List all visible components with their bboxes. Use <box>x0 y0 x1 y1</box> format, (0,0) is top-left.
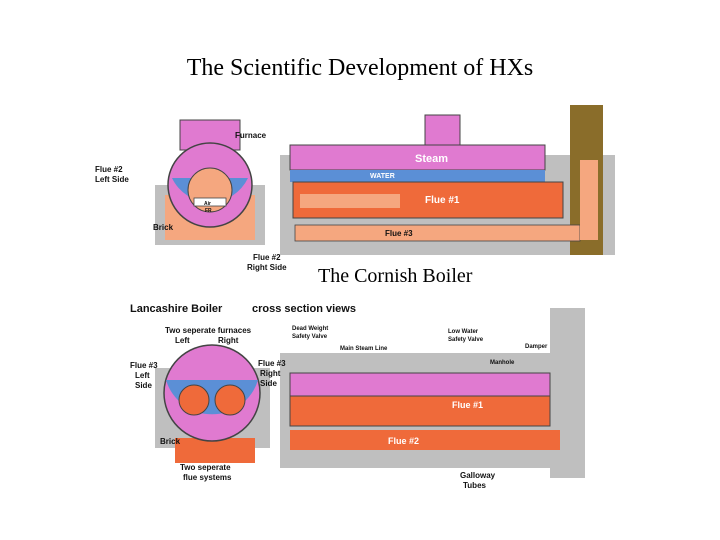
cornish-flue2-left-line2: Left Side <box>95 175 129 184</box>
lancashire-flue2-label: Flue #2 <box>388 436 419 446</box>
lancashire-two-flue-line2: flue systems <box>183 473 232 482</box>
lancashire-end-view <box>155 344 270 463</box>
cornish-furnace-label: Furnace <box>235 131 267 140</box>
cornish-air-label: Air <box>204 201 211 207</box>
slide-title: The Scientific Development of HXs <box>186 55 534 81</box>
lancashire-galloway-line2: Tubes <box>463 481 487 490</box>
cornish-water-label: WATER <box>370 173 395 180</box>
lancashire-flue3-left-line3: Side <box>135 381 152 390</box>
lancashire-main-steam-label: Main Steam Line <box>340 346 388 352</box>
cornish-flue2-right-line1: Flue #2 <box>253 253 281 262</box>
lancashire-galloway-line1: Galloway <box>460 471 496 480</box>
lancashire-flue3-right-line1: Flue #3 <box>258 359 286 368</box>
lancashire-low-water-line1: Low Water <box>448 329 479 335</box>
cornish-steam-label: Steam <box>415 153 448 165</box>
lancashire-flue3-left-line1: Flue #3 <box>130 361 158 370</box>
lancashire-left-label: Left <box>175 336 190 345</box>
lancashire-flue3-left-line2: Left <box>135 371 150 380</box>
lancashire-side-view <box>280 308 585 478</box>
cornish-flue2-left-line1: Flue #2 <box>95 165 123 174</box>
lancashire-manhole-label: Manhole <box>490 360 515 366</box>
cornish-flue2-right-line2: Right Side <box>247 263 287 272</box>
lancashire-brick-label: Brick <box>160 437 181 446</box>
cornish-end-view: Air FR <box>155 119 265 245</box>
cornish-flue3-label: Flue #3 <box>385 229 413 238</box>
lancashire-dead-weight-line1: Dead Weight <box>292 326 328 332</box>
lancashire-flue3-right-line3: Side <box>260 379 277 388</box>
lancashire-flue3-right-line2: Right <box>260 369 281 378</box>
cornish-boiler-figure: Air FR Furnace Flue #2 Left Side Brick F… <box>95 105 615 272</box>
cornish-side-view <box>280 105 615 255</box>
cornish-flue1-label: Flue #1 <box>425 195 460 206</box>
lancashire-flue1-label: Flue #1 <box>452 400 483 410</box>
cornish-brick-label: Brick <box>153 223 174 232</box>
lancashire-title: Lancashire Boiler <box>130 303 223 315</box>
lancashire-boiler-figure: Lancashire Boiler cross section views Tw… <box>130 303 585 490</box>
lancashire-damper-label: Damper <box>525 344 548 350</box>
cornish-fr-label: FR <box>205 208 212 214</box>
lancashire-right-label: Right <box>218 336 239 345</box>
lancashire-low-water-line2: Safety Valve <box>448 337 484 343</box>
lancashire-subtitle: cross section views <box>252 303 356 315</box>
cornish-caption: The Cornish Boiler <box>318 265 473 287</box>
lancashire-two-flue-line1: Two seperate <box>180 463 231 472</box>
lancashire-furnaces-label: Two seperate furnaces <box>165 326 252 335</box>
lancashire-dead-weight-line2: Safety Valve <box>292 334 328 340</box>
